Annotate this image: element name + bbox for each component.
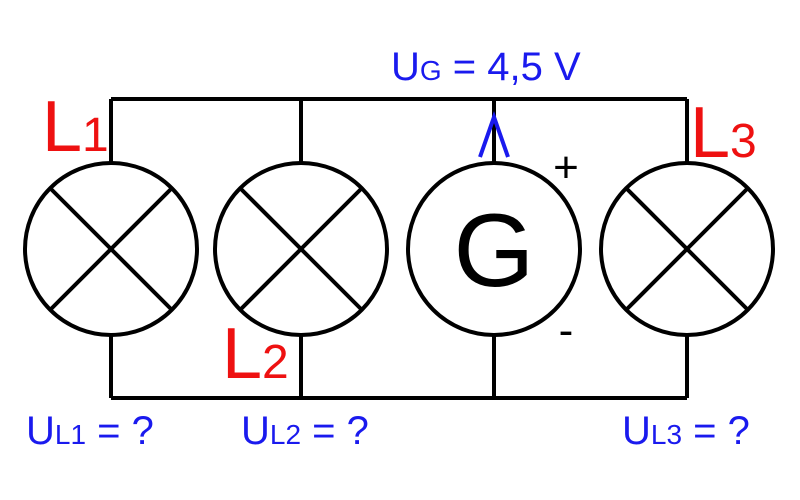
lamp-2-cross-b — [238, 186, 364, 312]
lamp-3-voltage-label: UL3 = ? — [622, 409, 750, 453]
generator-minus-sign: - — [559, 306, 574, 355]
lamp-3-voltage-subscript: L3 — [651, 419, 682, 450]
lamp-1-label-name: L — [42, 87, 82, 167]
lamp-3-voltage-value: = ? — [682, 409, 750, 453]
voltage-arrow-icon — [478, 110, 510, 158]
lamp-1-symbol — [23, 161, 199, 337]
lamp-2-label-index: 2 — [262, 336, 289, 389]
lamp-2-voltage-subscript: L2 — [270, 419, 301, 450]
lamp-1-label-index: 1 — [82, 109, 109, 162]
lamp-3-voltage-symbol: U — [622, 409, 651, 453]
generator-voltage-label: UG = 4,5 V — [391, 45, 581, 89]
generator-plus-sign: + — [553, 143, 579, 192]
generator-letter: G — [454, 193, 535, 309]
lamp-3-cross-b — [624, 186, 750, 312]
lamp-2-label: L2 — [222, 314, 289, 394]
lamp-2-voltage-label: UL2 = ? — [241, 409, 369, 453]
lamp-1-voltage-label: UL1 = ? — [26, 409, 154, 453]
lamp-2-label-name: L — [222, 314, 262, 394]
lamp-2-symbol — [213, 161, 389, 337]
lamp-1-voltage-value: = ? — [86, 409, 154, 453]
lamp-3-label: L3 — [690, 93, 757, 173]
lamp-2-voltage-symbol: U — [241, 409, 270, 453]
lamp-1-label: L1 — [42, 87, 109, 167]
lamp-1-voltage-symbol: U — [26, 409, 55, 453]
lamp-3-label-index: 3 — [730, 115, 757, 168]
generator-circle — [406, 161, 582, 337]
lamp-3-label-name: L — [690, 93, 730, 173]
lamp-2-voltage-value: = ? — [301, 409, 369, 453]
generator-voltage-value: = 4,5 V — [442, 45, 581, 89]
generator-symbol: G + - — [406, 143, 582, 355]
generator-voltage-symbol: U — [391, 45, 420, 89]
lamp-1-cross-b — [48, 186, 174, 312]
lamp-1-voltage-subscript: L1 — [55, 419, 86, 450]
generator-voltage-subscript: G — [420, 55, 442, 86]
circuit-wires — [109, 97, 689, 400]
lamp-3-symbol — [599, 161, 775, 337]
